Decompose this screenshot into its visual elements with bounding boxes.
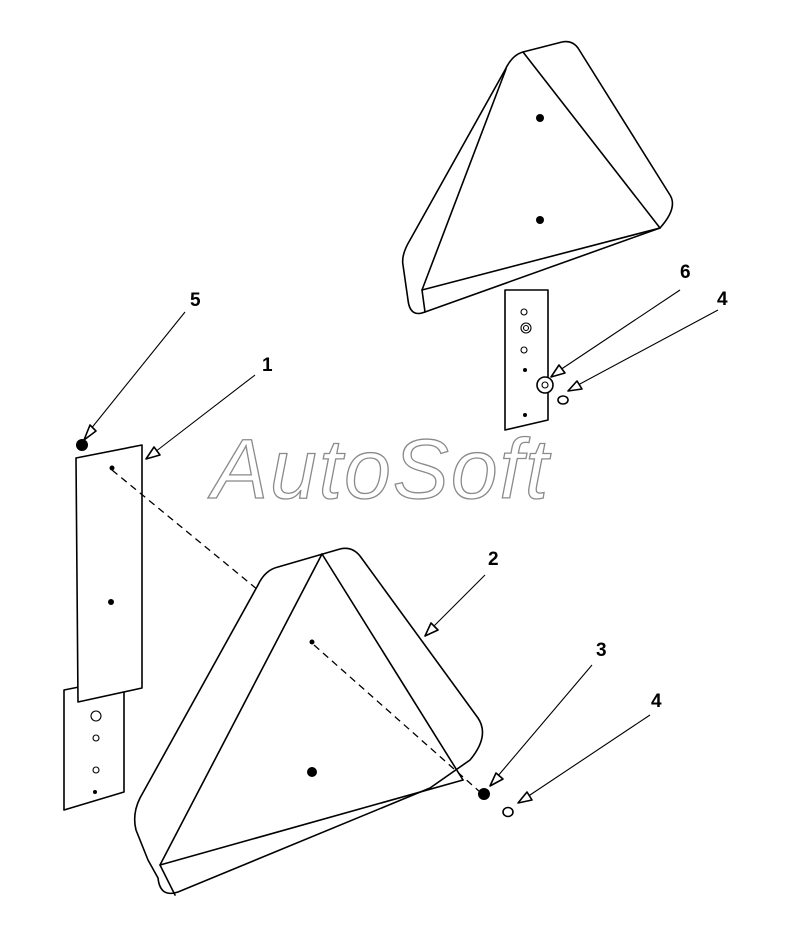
leader-arrowhead <box>517 791 533 804</box>
lower-triangle-hole <box>307 767 317 777</box>
bolt-part-5 <box>76 439 88 451</box>
leader-line <box>526 714 651 798</box>
upper-triangle-sign <box>401 40 674 315</box>
leader-line <box>496 664 593 778</box>
upper-bracket-hole <box>520 346 528 354</box>
lower-triangle-hole <box>309 639 315 645</box>
callout-label: 4 <box>651 691 662 712</box>
leader-line <box>577 309 719 386</box>
upper-nut <box>557 395 569 405</box>
lower-triangle-bevel <box>321 553 464 781</box>
callout-label: 6 <box>680 262 691 283</box>
upper-bracket-hole <box>523 368 527 372</box>
left-bracket-hole <box>92 766 100 774</box>
left-bracket-hole <box>109 465 115 471</box>
upper-bracket-hole <box>523 413 527 417</box>
upper-bracket <box>504 289 549 431</box>
assembly-dashed-line <box>313 644 481 793</box>
left-bracket-upper-plate <box>75 444 143 703</box>
washer-part-3 <box>478 788 490 800</box>
left-bracket-hole <box>93 790 97 794</box>
upper-triangle-bevel <box>421 227 661 291</box>
left-bracket-part-1 <box>63 439 143 811</box>
callout-label: 4 <box>717 289 728 310</box>
callout-label: 1 <box>262 355 273 376</box>
left-bracket-hole <box>108 599 114 605</box>
upper-bracket-hole <box>522 324 530 332</box>
leader-arrowhead <box>567 380 583 392</box>
lower-triangle-sign <box>133 547 484 895</box>
callout-label: 2 <box>488 549 499 570</box>
left-bracket-hole <box>90 710 102 722</box>
upper-triangle-bevel <box>522 51 661 229</box>
lower-triangle-bevel <box>159 779 464 866</box>
leader-line <box>154 374 256 453</box>
assembly-dashed-line <box>111 469 259 591</box>
upper-triangle-assembly <box>401 40 674 431</box>
watermark-text: AutoSoft <box>207 422 552 516</box>
nut-part-4 <box>502 806 514 818</box>
leader-arrowhead <box>83 424 97 441</box>
leader-arrowhead <box>424 622 439 637</box>
lower-triangle-part-2 <box>133 547 484 896</box>
leader-arrowhead <box>550 364 566 378</box>
callout-label: 5 <box>190 290 201 311</box>
left-bracket-hole <box>92 734 100 742</box>
leader-line <box>559 289 681 371</box>
upper-triangle-hole <box>536 216 544 224</box>
upper-washer <box>536 376 554 394</box>
leader-arrowhead <box>489 772 504 787</box>
upper-washer <box>541 381 549 389</box>
leader-arrowhead <box>145 446 161 460</box>
callout-label: 3 <box>596 640 607 661</box>
leader-line <box>89 311 186 431</box>
upper-bracket-hole <box>520 308 528 316</box>
upper-triangle-hole <box>536 114 544 122</box>
leader-line <box>431 574 486 629</box>
upper-bracket-hole <box>520 322 532 334</box>
callout-leaders <box>83 289 719 804</box>
